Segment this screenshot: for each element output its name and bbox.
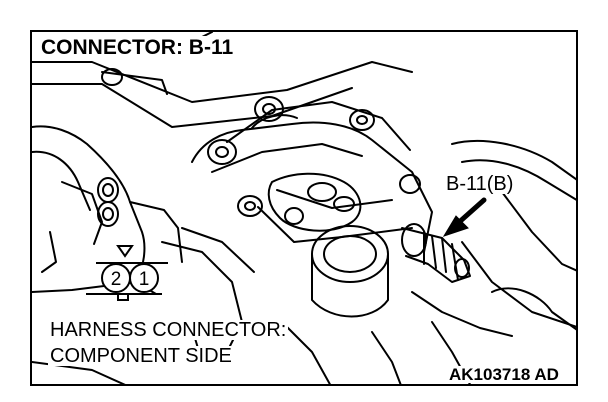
connector-face-symbol	[86, 245, 168, 301]
connector-title: CONNECTOR: B-11	[38, 36, 237, 59]
harness-caption-line1: HARNESS CONNECTOR:	[48, 319, 289, 341]
figure-code: AK103718 AD	[448, 365, 560, 384]
pin-1-label: 1	[139, 269, 150, 290]
pin-2-label: 2	[111, 269, 122, 290]
connector-callout-label: B-11(B)	[444, 173, 516, 195]
harness-caption-line2: COMPONENT SIDE	[48, 345, 234, 367]
diagram-frame: 2 1 CONNECTOR: B-11 B-11(B) HARNESS CONN…	[30, 30, 578, 386]
engine-illustration: 2 1	[32, 32, 576, 384]
